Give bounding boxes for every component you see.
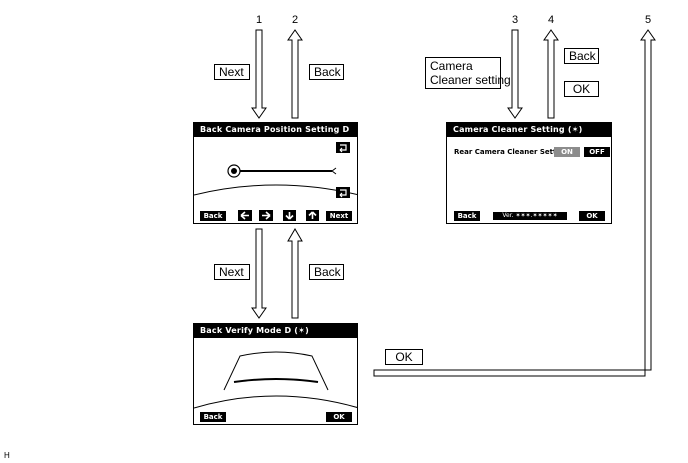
step-number-4: 4 <box>548 14 555 26</box>
label-camera-line2: Cleaner setting <box>430 73 511 87</box>
arrow-down-step-1 <box>251 29 267 119</box>
back-button[interactable]: Back <box>200 412 226 422</box>
step-number-1: 1 <box>256 14 263 26</box>
version-label: Ver. ✶✶✶.✶✶✶✶✶ <box>493 212 567 220</box>
next-button[interactable]: Next <box>326 211 352 221</box>
position-diagram <box>194 142 357 221</box>
return-icon-bottom <box>336 187 350 198</box>
arrow-up-step-5 <box>373 29 656 377</box>
screen-title: Back Verify Mode D (✶) <box>194 324 357 338</box>
arrow-up-lower <box>287 228 303 319</box>
label-next-step-1: Next <box>214 64 250 80</box>
guide-lines-diagram <box>194 351 357 409</box>
arrow-down-step-3 <box>507 29 523 119</box>
label-camera-line1: Camera <box>430 59 473 73</box>
label-ok-step-4: OK <box>564 81 599 97</box>
arrow-up-step-4 <box>543 29 559 119</box>
arrow-down-lower <box>251 228 267 319</box>
step-number-5: 5 <box>645 14 652 26</box>
label-camera-cleaner-setting: Camera Cleaner setting <box>425 57 511 89</box>
label-ok-step-5: OK <box>385 349 423 365</box>
guide-frame <box>223 351 329 391</box>
label-next-lower: Next <box>214 264 250 280</box>
rear-camera-cleaner-label: Rear Camera Cleaner Setting <box>454 148 569 156</box>
figure-corner-mark: H <box>4 451 10 460</box>
back-button[interactable]: Back <box>454 211 480 221</box>
screen-camera-cleaner-setting: Camera Cleaner Setting (✶) Rear Camera C… <box>446 122 612 224</box>
off-button[interactable]: OFF <box>584 147 610 157</box>
screen-back-verify-mode: Back Verify Mode D (✶) Back OK <box>193 323 358 425</box>
bumper-curve <box>194 395 357 409</box>
step-number-3: 3 <box>512 14 519 26</box>
screen-camera-position-setting: Back Camera Position Setting D (✶) Back … <box>193 122 358 224</box>
label-back-step-4: Back <box>564 48 599 64</box>
on-button[interactable]: ON <box>554 147 580 157</box>
ok-button[interactable]: OK <box>579 211 605 221</box>
step-number-2: 2 <box>292 14 299 26</box>
label-back-lower: Back <box>309 264 344 280</box>
back-button[interactable]: Back <box>200 211 226 221</box>
guide-center-line <box>233 378 319 383</box>
screen-title: Back Camera Position Setting D (✶) <box>194 123 357 148</box>
ok-button[interactable]: OK <box>326 412 352 422</box>
label-back-step-2: Back <box>309 64 344 80</box>
return-icon-top <box>336 142 350 153</box>
screen-title: Camera Cleaner Setting (✶) <box>447 123 611 137</box>
arrow-up-step-2 <box>287 29 303 119</box>
